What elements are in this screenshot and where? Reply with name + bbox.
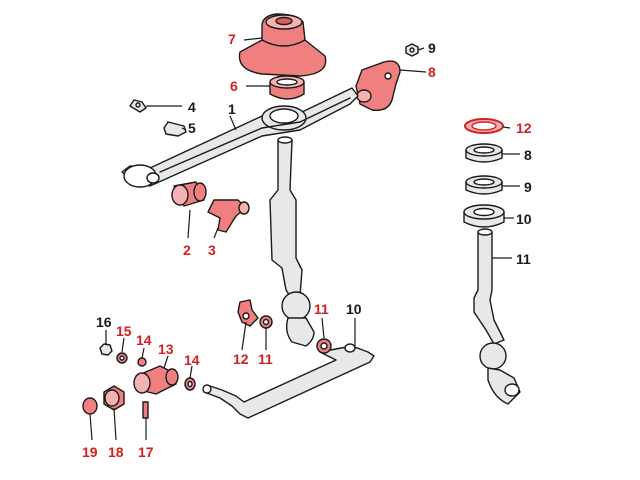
callout-1: 1 <box>228 101 236 117</box>
part-8-bracket <box>355 60 401 111</box>
part-10-bearing <box>463 204 505 228</box>
callout-15: 15 <box>116 323 132 339</box>
callout-11c: 11 <box>258 351 273 367</box>
callout-9b: 9 <box>524 179 532 195</box>
part-14-washer-a <box>137 357 147 367</box>
callout-12b: 12 <box>233 351 249 367</box>
callout-6: 6 <box>230 78 238 94</box>
part-14-washer-b <box>184 377 196 391</box>
callout-9a: 9 <box>428 40 436 56</box>
callout-14a: 14 <box>136 332 152 348</box>
part-9-nut <box>405 43 419 57</box>
part-6-ring <box>269 75 305 100</box>
part-2-bushing <box>171 181 207 207</box>
callout-13: 13 <box>158 341 174 357</box>
part-11-washer-center <box>259 315 273 329</box>
part-17-pin <box>142 401 149 419</box>
callout-10b: 10 <box>346 301 362 317</box>
part-18-bushing <box>103 385 125 411</box>
callout-8b: 8 <box>524 147 532 163</box>
part-12-retainer <box>237 299 259 327</box>
callout-2: 2 <box>183 242 191 258</box>
callout-19: 19 <box>82 444 98 460</box>
callout-8a: 8 <box>428 64 436 80</box>
part-8-seal <box>465 143 503 163</box>
callout-17: 17 <box>138 444 154 460</box>
callout-3: 3 <box>208 242 216 258</box>
callout-10a: 10 <box>516 211 532 227</box>
part-15-washer <box>116 352 128 364</box>
part-13-bushing <box>133 365 179 395</box>
part-4-clip <box>129 99 147 113</box>
callout-16: 16 <box>96 314 112 330</box>
part-12-circlip <box>464 118 504 134</box>
callout-4: 4 <box>188 99 196 115</box>
callout-11b: 11 <box>314 301 329 317</box>
part-10-selector-rod <box>202 343 375 419</box>
callout-11a: 11 <box>516 251 531 267</box>
part-3-clip <box>207 199 250 233</box>
part-19-cap <box>82 397 98 415</box>
part-shift-rod <box>269 136 315 347</box>
part-11-washer <box>316 338 332 354</box>
callout-12a: 12 <box>516 120 532 136</box>
callout-14b: 14 <box>184 352 200 368</box>
callout-7: 7 <box>228 31 236 47</box>
leader-lines <box>89 37 520 441</box>
part-16-nut <box>99 343 113 356</box>
callout-5: 5 <box>188 120 196 136</box>
part-7-shift-boot <box>238 13 327 77</box>
part-11-shift-lever <box>473 228 521 405</box>
part-1-lever-arm <box>121 87 359 188</box>
part-9-seal <box>465 175 503 195</box>
callout-18: 18 <box>108 444 124 460</box>
part-5-bracket <box>163 121 187 137</box>
